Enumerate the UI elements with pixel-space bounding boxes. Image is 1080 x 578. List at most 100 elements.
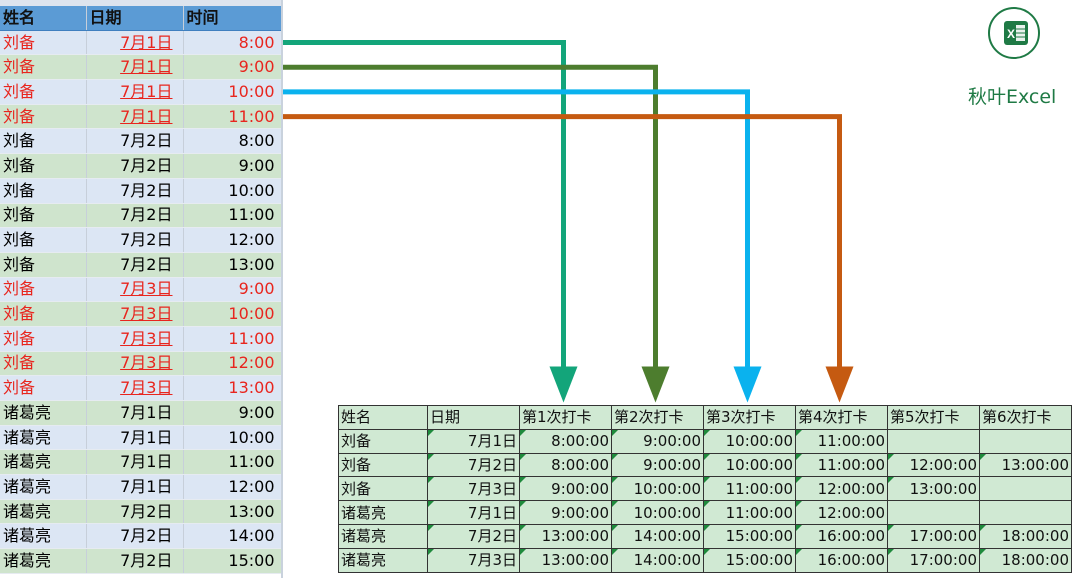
name-cell[interactable]: 刘备	[0, 178, 87, 204]
time-cell[interactable]: 13:00	[183, 375, 282, 401]
result-time-cell[interactable]: 10:00:00	[703, 452, 796, 478]
result-time-cell[interactable]: 8:00:00	[519, 452, 612, 478]
result-header-cell[interactable]: 姓名	[338, 405, 428, 430]
result-name-cell[interactable]: 刘备	[338, 452, 428, 478]
date-cell[interactable]: 7月2日	[86, 499, 184, 525]
name-cell[interactable]: 刘备	[0, 79, 87, 105]
date-cell[interactable]: 7月1日	[86, 104, 184, 130]
result-time-cell[interactable]: 10:00:00	[611, 500, 704, 525]
result-time-cell[interactable]: 13:00:00	[519, 547, 612, 573]
name-cell[interactable]: 刘备	[0, 301, 87, 327]
date-cell[interactable]: 7月3日	[86, 375, 184, 401]
result-header-cell[interactable]: 第5次打卡	[887, 405, 980, 430]
header-name[interactable]: 姓名	[0, 6, 87, 31]
result-header-cell[interactable]: 第4次打卡	[795, 405, 888, 430]
name-cell[interactable]: 诸葛亮	[0, 499, 87, 525]
result-time-cell[interactable]: 9:00:00	[519, 500, 612, 525]
time-cell[interactable]: 12:00	[183, 351, 282, 377]
time-cell[interactable]: 10:00	[183, 178, 282, 204]
date-cell[interactable]: 7月1日	[86, 425, 184, 451]
date-cell[interactable]: 7月2日	[86, 227, 184, 253]
name-cell[interactable]: 刘备	[0, 277, 87, 303]
time-cell[interactable]: 9:00	[183, 400, 282, 426]
name-cell[interactable]: 诸葛亮	[0, 425, 87, 451]
name-cell[interactable]: 刘备	[0, 128, 87, 155]
time-cell[interactable]: 9:00	[183, 153, 282, 179]
time-cell[interactable]: 8:00	[183, 128, 282, 155]
result-time-cell[interactable]: 9:00:00	[611, 452, 704, 478]
header-date[interactable]: 日期	[86, 6, 184, 31]
date-cell[interactable]: 7月1日	[86, 400, 184, 426]
result-date-cell[interactable]: 7月3日	[427, 476, 520, 502]
result-time-cell[interactable]	[979, 476, 1072, 502]
time-cell[interactable]: 12:00	[183, 227, 282, 253]
name-cell[interactable]: 刘备	[0, 375, 87, 401]
time-cell[interactable]: 12:00	[183, 474, 282, 500]
date-cell[interactable]: 7月2日	[86, 178, 184, 204]
time-cell[interactable]: 14:00	[183, 523, 282, 550]
date-cell[interactable]: 7月2日	[86, 153, 184, 179]
date-cell[interactable]: 7月2日	[86, 128, 184, 155]
name-cell[interactable]: 刘备	[0, 326, 87, 352]
result-date-cell[interactable]: 7月1日	[427, 500, 520, 525]
time-cell[interactable]: 13:00	[183, 499, 282, 525]
name-cell[interactable]: 刘备	[0, 153, 87, 179]
name-cell[interactable]: 诸葛亮	[0, 400, 87, 426]
result-header-cell[interactable]: 第1次打卡	[519, 405, 612, 430]
time-cell[interactable]: 9:00	[183, 277, 282, 303]
header-time[interactable]: 时间	[183, 6, 282, 31]
time-cell[interactable]: 11:00	[183, 104, 282, 130]
date-cell[interactable]: 7月3日	[86, 326, 184, 352]
date-cell[interactable]: 7月3日	[86, 277, 184, 303]
result-header-cell[interactable]: 第3次打卡	[703, 405, 796, 430]
result-name-cell[interactable]: 刘备	[338, 476, 428, 502]
time-cell[interactable]: 10:00	[183, 301, 282, 327]
result-time-cell[interactable]	[887, 428, 980, 454]
time-cell[interactable]: 13:00	[183, 252, 282, 278]
name-cell[interactable]: 诸葛亮	[0, 474, 87, 500]
date-cell[interactable]: 7月2日	[86, 523, 184, 550]
date-cell[interactable]: 7月3日	[86, 301, 184, 327]
result-header-cell[interactable]: 第6次打卡	[979, 405, 1072, 430]
name-cell[interactable]: 刘备	[0, 203, 87, 229]
result-time-cell[interactable]: 14:00:00	[611, 547, 704, 573]
result-time-cell[interactable]: 12:00:00	[795, 500, 888, 525]
date-cell[interactable]: 7月3日	[86, 351, 184, 377]
date-cell[interactable]: 7月2日	[86, 548, 184, 574]
result-time-cell[interactable]: 10:00:00	[611, 476, 704, 502]
result-header-cell[interactable]: 第2次打卡	[611, 405, 704, 430]
result-name-cell[interactable]: 诸葛亮	[338, 500, 428, 525]
date-cell[interactable]: 7月2日	[86, 203, 184, 229]
result-time-cell[interactable]: 16:00:00	[795, 523, 888, 549]
name-cell[interactable]: 刘备	[0, 252, 87, 278]
time-cell[interactable]: 11:00	[183, 449, 282, 476]
result-time-cell[interactable]: 8:00:00	[519, 428, 612, 454]
name-cell[interactable]: 刘备	[0, 227, 87, 253]
name-cell[interactable]: 诸葛亮	[0, 523, 87, 550]
result-time-cell[interactable]	[979, 500, 1072, 525]
name-cell[interactable]: 刘备	[0, 351, 87, 377]
name-cell[interactable]: 刘备	[0, 54, 87, 81]
result-time-cell[interactable]: 11:00:00	[703, 500, 796, 525]
time-cell[interactable]: 15:00	[183, 548, 282, 574]
result-time-cell[interactable]: 10:00:00	[703, 428, 796, 454]
time-cell[interactable]: 8:00	[183, 30, 282, 56]
result-time-cell[interactable]: 9:00:00	[519, 476, 612, 502]
result-date-cell[interactable]: 7月1日	[427, 428, 520, 454]
result-date-cell[interactable]: 7月2日	[427, 523, 520, 549]
result-time-cell[interactable]: 15:00:00	[703, 547, 796, 573]
result-time-cell[interactable]: 12:00:00	[887, 452, 980, 478]
result-time-cell[interactable]: 13:00:00	[979, 452, 1072, 478]
time-cell[interactable]: 9:00	[183, 54, 282, 81]
date-cell[interactable]: 7月1日	[86, 79, 184, 105]
result-name-cell[interactable]: 刘备	[338, 428, 428, 454]
date-cell[interactable]: 7月1日	[86, 474, 184, 500]
name-cell[interactable]: 刘备	[0, 104, 87, 130]
result-name-cell[interactable]: 诸葛亮	[338, 523, 428, 549]
result-time-cell[interactable]: 13:00:00	[519, 523, 612, 549]
time-cell[interactable]: 10:00	[183, 79, 282, 105]
result-time-cell[interactable]: 11:00:00	[703, 476, 796, 502]
date-cell[interactable]: 7月1日	[86, 54, 184, 81]
result-time-cell[interactable]: 18:00:00	[979, 547, 1072, 573]
result-time-cell[interactable]: 18:00:00	[979, 523, 1072, 549]
